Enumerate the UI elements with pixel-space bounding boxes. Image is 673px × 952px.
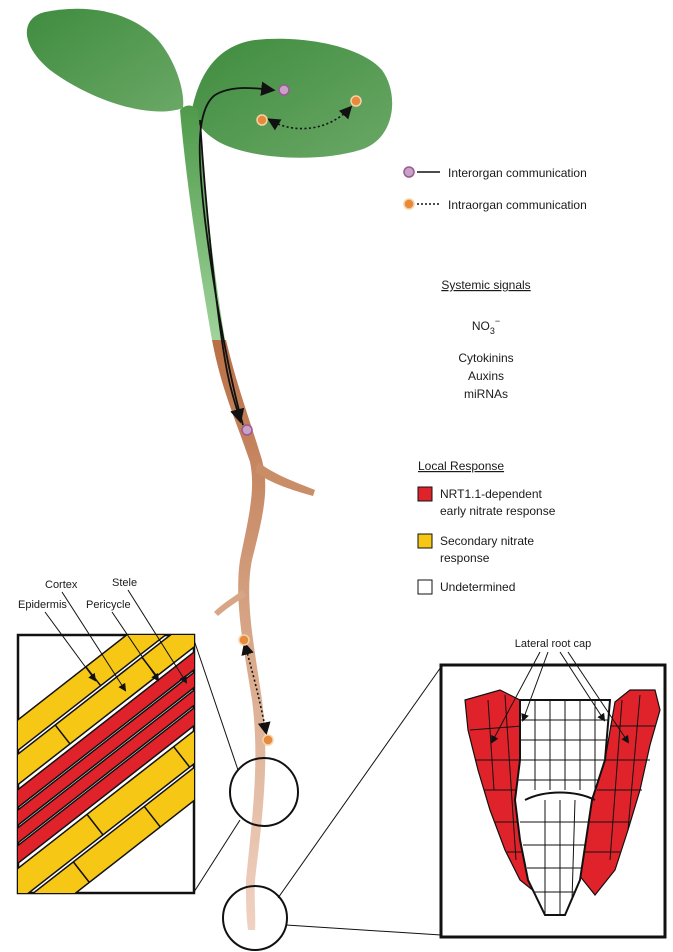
legend-yellow-line1: Secondary nitrate: [440, 534, 534, 548]
legend-white-line1: Undetermined: [440, 580, 515, 594]
legend-swatch-red: [418, 487, 432, 501]
intraorgan-legend-label: Intraorgan communication: [448, 198, 587, 212]
legend-swatch-white: [418, 580, 432, 594]
label-cortex: Cortex: [45, 579, 78, 591]
intraorgan-dot-leaf-1: [351, 96, 361, 106]
systemic-signals-title: Systemic signals: [441, 278, 530, 292]
interorgan-legend-label: Interorgan communication: [448, 166, 587, 180]
local-response-title: Local Response: [418, 459, 504, 473]
intraorgan-dot-root-1: [239, 635, 249, 645]
interorgan-legend-dot: [404, 167, 414, 177]
intraorgan-dot-leaf-2: [257, 115, 267, 125]
intraorgan-dot-root-2: [263, 735, 273, 745]
intraorgan-legend-dot: [404, 199, 414, 209]
main-root: [212, 340, 265, 930]
label-stele: Stele: [112, 577, 137, 589]
left-cotyledon: [27, 9, 183, 112]
nitrate-formula: NO3−: [472, 316, 500, 336]
signal-auxins: Auxins: [468, 369, 504, 383]
legend-swatch-yellow: [418, 534, 432, 548]
zoom-line-3: [278, 667, 441, 898]
interorgan-dot-leaf: [279, 85, 289, 95]
signal-mirnas: miRNAs: [464, 387, 508, 401]
right-cotyledon: [192, 39, 392, 158]
zoom-line-1: [194, 640, 238, 770]
nitrate-sub: 3: [490, 326, 495, 336]
interorgan-dot-root: [242, 425, 252, 435]
zoom-line-4: [286, 925, 441, 935]
systemic-signals: Systemic signals NO3− Cytokinins Auxins …: [441, 278, 530, 401]
legend-red-line2: early nitrate response: [440, 504, 556, 518]
legend-yellow-line2: response: [440, 551, 490, 565]
signal-cytokinins: Cytokinins: [458, 351, 513, 365]
nitrate-base: NO: [472, 319, 490, 333]
root-tip-inset: Lateral root cap: [441, 638, 665, 937]
communication-legend: Interorgan communication Intraorgan comm…: [404, 166, 587, 212]
label-epidermis: Epidermis: [18, 599, 67, 611]
local-response-legend: Local Response NRT1.1-dependent early ni…: [418, 459, 556, 594]
legend-red-line1: NRT1.1-dependent: [440, 487, 543, 501]
label-lateral-root-cap: Lateral root cap: [515, 638, 591, 650]
zoom-line-2: [194, 820, 240, 892]
nitrate-sup: −: [495, 316, 500, 326]
label-pericycle: Pericycle: [86, 599, 131, 611]
